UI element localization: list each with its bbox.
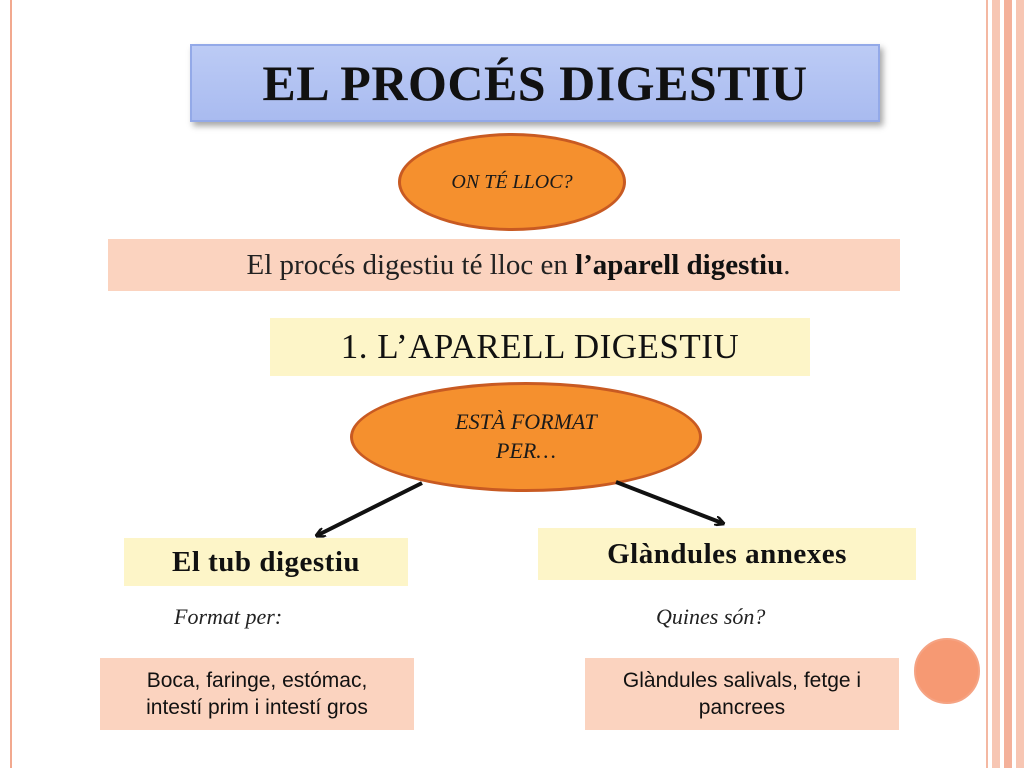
section-heading: 1. L’APARELL DIGESTIU [270, 318, 810, 376]
answer-sentence: El procés digestiu té lloc en l’aparell … [108, 239, 900, 291]
slide-left-border [0, 0, 12, 768]
format-oval-line2: PER… [496, 438, 556, 463]
question-oval-text: ON TÉ LLOC? [451, 170, 573, 193]
right-caption: Quines són? [656, 604, 766, 629]
arrow-left [318, 481, 423, 535]
question-oval: ON TÉ LLOC? [398, 133, 626, 231]
format-oval-line1: ESTÀ FORMAT [455, 409, 597, 435]
slide-right-stripes [980, 0, 1024, 768]
sentence-bold: l’aparell digestiu [575, 248, 784, 281]
glandules-detail: Glàndules salivals, fetge i pancrees [585, 658, 899, 730]
stripe [986, 0, 988, 768]
sentence-suffix: . [783, 248, 791, 281]
detail-line: Glàndules salivals, fetge i [622, 668, 862, 692]
sentence-prefix: El procés digestiu té lloc en [246, 248, 576, 281]
detail-line: intestí prim i intestí gros [146, 696, 368, 719]
stripe [1004, 0, 1012, 768]
left-caption: Format per: [174, 604, 283, 629]
slide-title: EL PROCÉS DIGESTIU [190, 44, 880, 122]
format-oval: ESTÀ FORMAT PER… [350, 382, 702, 492]
tub-digestiu-label: El tub digestiu [124, 538, 408, 586]
arrow-right [615, 480, 722, 523]
detail-line: pancrees [698, 696, 786, 719]
detail-line: Boca, faringe, estómac, [146, 668, 368, 692]
decorative-circle [914, 638, 980, 704]
stripe [992, 0, 1000, 768]
glandules-annexes-label: Glàndules annexes [538, 528, 916, 580]
stripe [1016, 0, 1024, 768]
tub-digestiu-detail: Boca, faringe, estómac, intestí prim i i… [100, 658, 414, 730]
